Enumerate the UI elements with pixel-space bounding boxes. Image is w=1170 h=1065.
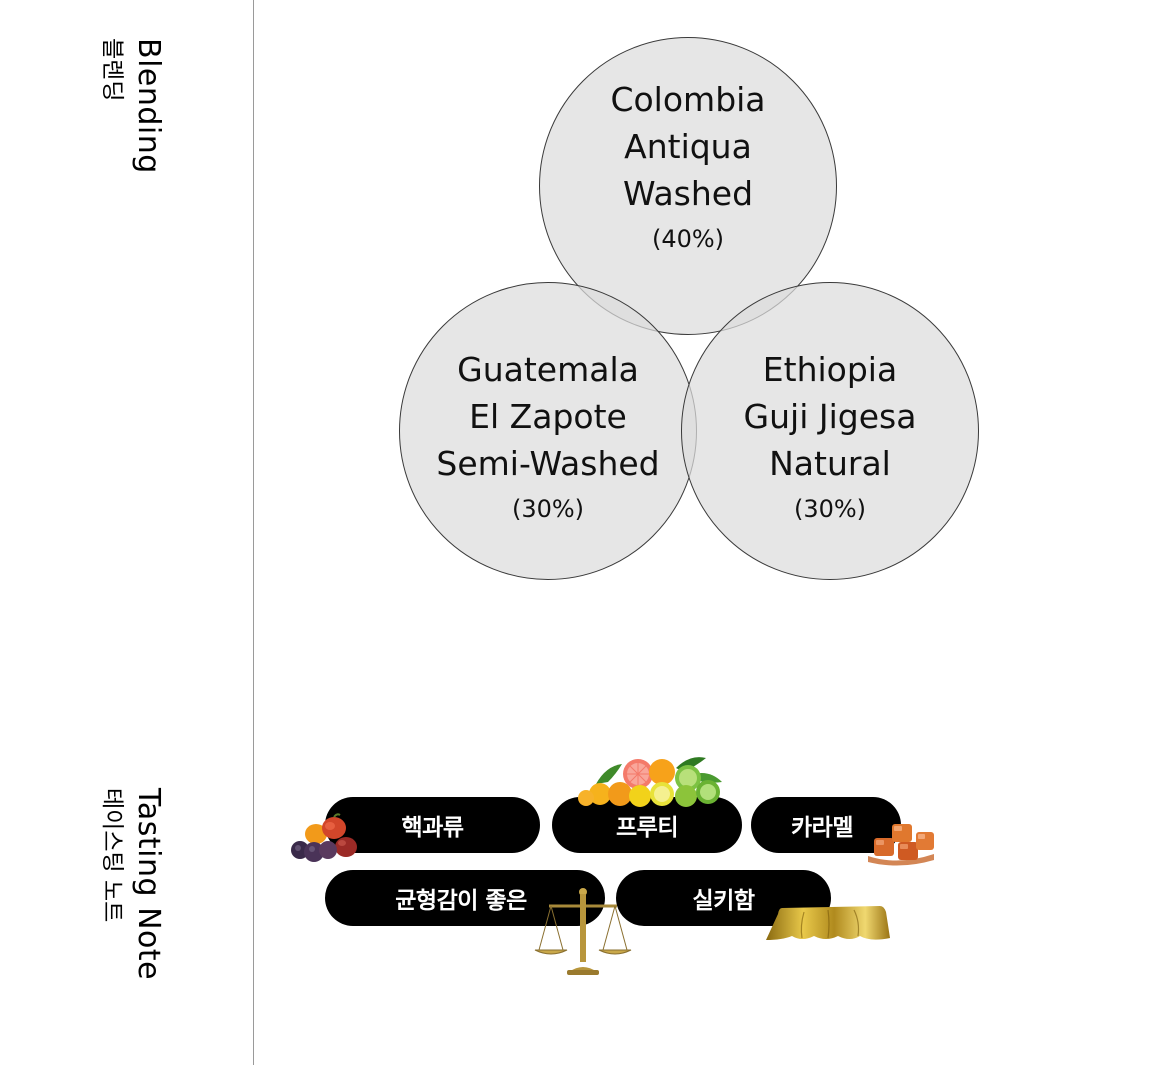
citrus-fruit-icon [578,757,722,807]
blend-circle-colombia: Colombia Antiqua Washed (40%) [539,37,837,335]
blend-percent: (30%) [793,494,867,523]
tasting-note-label: 핵과류 [401,815,464,841]
blend-circle-guatemala: Guatemala El Zapote Semi-Washed (30%) [399,282,697,580]
tasting-note-label: 실키함 [692,888,755,914]
blending-title-en: Blending [131,38,166,174]
blend-origin-name: Ethiopia Guji Jigesa Natural [743,349,917,483]
blend-percent: (40%) [651,224,725,253]
tasting-note-label: 카라멜 [791,815,853,841]
tasting-note-pill: 균형감이 좋은 [325,870,605,926]
tasting-title-en: Tasting Note [131,788,166,981]
blend-circle-ethiopia: Ethiopia Guji Jigesa Natural (30%) [681,282,979,580]
tasting-note-label: 균형감이 좋은 [395,888,527,914]
caramel-icon [868,824,934,866]
silk-cloth-icon [766,906,890,940]
vertical-divider [253,0,254,1065]
blend-origin-name: Colombia Antiqua Washed [610,79,766,213]
blend-percent: (30%) [511,494,585,523]
tasting-note-pill: 프루티 [552,797,742,853]
blending-title-ko: 블렌딩 [99,38,125,102]
tasting-note-pill: 핵과류 [325,797,540,853]
tasting-section-label: Tasting Note 테이스팅 노트 [99,788,166,981]
stone-fruit-icon [291,813,357,862]
blend-origin-name: Guatemala El Zapote Semi-Washed [436,349,660,483]
blending-section-label: Blending 블렌딩 [99,38,166,174]
tasting-title-ko: 테이스팅 노트 [99,788,125,923]
balance-scale-icon [534,888,632,975]
tasting-note-label: 프루티 [616,815,678,841]
